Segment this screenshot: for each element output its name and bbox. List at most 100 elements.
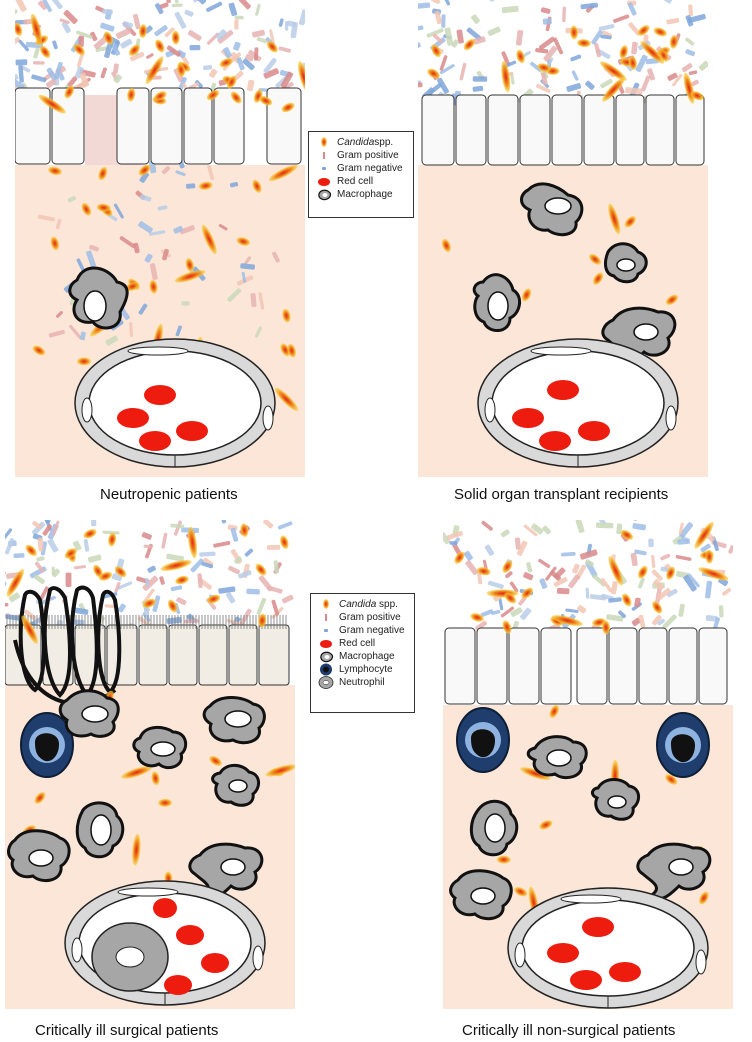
bacterium (418, 82, 423, 88)
candida-cell (266, 40, 278, 53)
candida-cell (108, 532, 117, 547)
candida-cell (620, 529, 634, 540)
bacterium (114, 581, 121, 593)
blood-vessel (507, 887, 709, 1009)
bacterium (630, 552, 638, 567)
bacterium (120, 38, 133, 49)
macrophage (7, 829, 71, 883)
bacterium (570, 54, 582, 62)
bacterium (687, 573, 700, 588)
candida-cell (230, 91, 242, 104)
bacterium (459, 62, 467, 81)
bacterium (207, 165, 215, 180)
bacterium (190, 558, 204, 573)
bacterium (600, 78, 613, 89)
bacterium (15, 59, 28, 66)
bacterium (209, 68, 218, 78)
panel-non-surgical (443, 520, 733, 1009)
legend-label: Gram positive (337, 150, 399, 161)
bacterium (290, 22, 298, 39)
candida-cell (127, 87, 136, 102)
bacterium (13, 553, 25, 559)
macrophage (604, 242, 648, 284)
candida-cells (15, 13, 305, 412)
macrophage (58, 689, 120, 738)
gram-positive-icon (315, 149, 337, 162)
bacterium (472, 85, 484, 92)
legend-label-suffix: spp. (376, 599, 398, 610)
bacterium (542, 18, 552, 25)
candida-cell (268, 164, 298, 182)
bacterium (526, 562, 533, 573)
bacterium (634, 597, 641, 608)
candida-cell (167, 599, 178, 613)
bacterium (32, 520, 42, 530)
bacterium (538, 36, 555, 50)
candida-cell (496, 855, 511, 864)
bacterium (484, 544, 495, 556)
legend-label: Gram positive (339, 612, 401, 623)
macrophage-icon (315, 188, 337, 201)
bacterium (451, 39, 459, 48)
bacterium (653, 579, 664, 591)
bacterium (228, 565, 241, 575)
bacterium (252, 29, 266, 38)
bacterium (100, 67, 107, 79)
bacterium (263, 520, 274, 529)
bacterium (722, 587, 732, 596)
blood-vessel (64, 880, 266, 1006)
bacterium (505, 571, 513, 579)
candida-cell (132, 833, 141, 866)
candida-cell (690, 91, 704, 101)
candida-cell (570, 25, 579, 40)
candida-cell (6, 568, 25, 597)
bacterium (37, 214, 55, 222)
candida-cell (501, 60, 511, 93)
bacterium (250, 293, 257, 308)
candida-cell (30, 13, 43, 45)
bacterium (73, 565, 87, 570)
bacterium (439, 55, 448, 71)
bacterium (677, 538, 690, 545)
bacterium (173, 225, 184, 234)
bacterium (641, 75, 651, 92)
cilia (6, 615, 287, 629)
candida-cell (602, 77, 625, 102)
legend-label: Red cell (337, 176, 374, 187)
bacterium (5, 565, 6, 576)
bacterium (666, 588, 678, 598)
candida-cell (34, 791, 46, 804)
bacterium (229, 182, 239, 188)
bacterium (161, 532, 168, 549)
bacterium (542, 525, 551, 535)
bacterium (660, 566, 670, 573)
bacterium (65, 572, 72, 587)
bacterium (129, 322, 134, 337)
bacterium (509, 581, 519, 593)
bacterium (667, 72, 678, 81)
bacterium (523, 572, 534, 581)
candida-cell (96, 203, 111, 212)
candida-cell (279, 535, 289, 550)
bacterium (536, 83, 551, 93)
lymphocyte (456, 707, 510, 773)
candida-cell (592, 272, 604, 285)
bacterium (434, 10, 442, 25)
bacterium (595, 522, 614, 529)
bacterium (139, 194, 152, 202)
bacterium (256, 597, 267, 615)
macrophage (211, 763, 260, 807)
bacterium (175, 325, 182, 337)
neutropenic-illustration (15, 0, 305, 477)
gram-positive-icon (317, 611, 339, 624)
bacterium (241, 271, 247, 283)
legend-item-candida: Candida spp. (317, 598, 408, 611)
bacterium (179, 225, 195, 235)
candida-cell (219, 58, 233, 68)
legend-item-red-cell: Red cell (317, 637, 408, 650)
bacterium (86, 250, 96, 268)
bacterium (164, 27, 175, 38)
candida-cell (206, 89, 220, 101)
bacterium (510, 607, 523, 617)
candida-cell (138, 164, 151, 176)
